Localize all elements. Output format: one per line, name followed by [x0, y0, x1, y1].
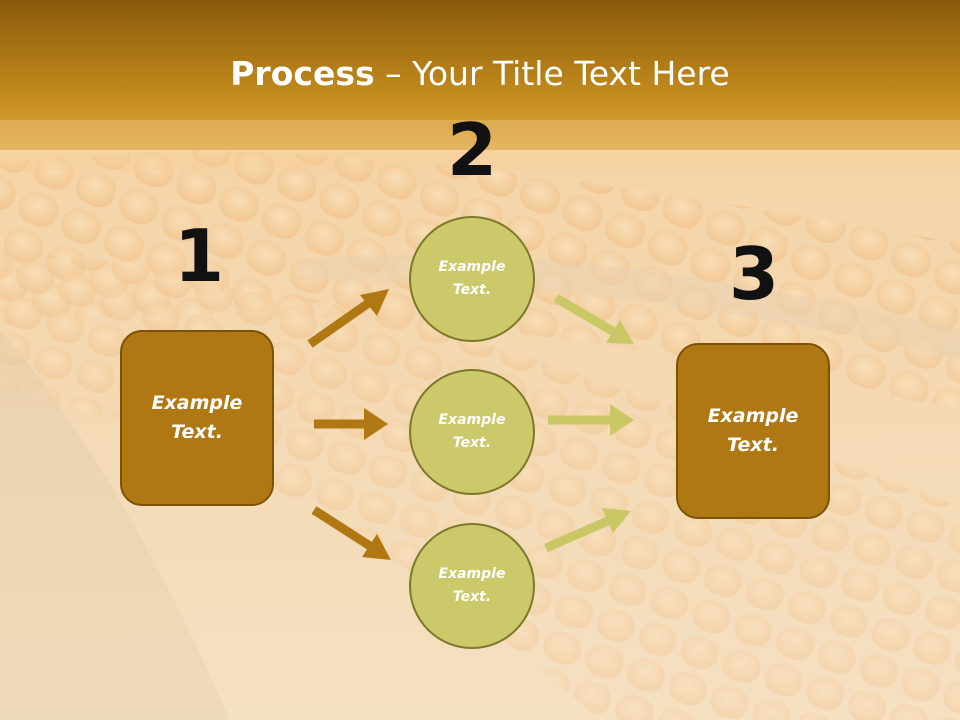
slide-title: Process – Your Title Text Here [0, 52, 960, 96]
circle-bottom-line1: Example [438, 566, 506, 582]
left-box-line1: Example [151, 392, 243, 414]
arrow-to-circle-top [307, 289, 389, 348]
circle-top-line2: Text. [452, 282, 492, 298]
arrow-from-circle-top [553, 294, 634, 344]
circle-top-text: Example Text. [439, 256, 506, 302]
left-box-text: Example Text. [152, 389, 243, 447]
circle-bottom-text: Example Text. [439, 563, 506, 609]
circle-middle-line2: Text. [452, 435, 492, 451]
circle-top: Example Text. [409, 216, 535, 342]
circle-top-line1: Example [438, 259, 506, 275]
step-number-3: 3 [728, 232, 780, 316]
right-box-text: Example Text. [708, 402, 799, 460]
arrow-from-circle-middle [548, 404, 634, 436]
circle-middle-text: Example Text. [439, 409, 506, 455]
left-box-line2: Text. [171, 421, 223, 443]
arrow-to-circle-middle [314, 408, 388, 440]
left-box: Example Text. [120, 330, 274, 506]
circle-middle-line1: Example [438, 412, 506, 428]
right-box-line2: Text. [727, 434, 779, 456]
circle-bottom-line2: Text. [452, 589, 492, 605]
title-bold: Process [230, 54, 375, 93]
step-number-1: 1 [173, 214, 225, 298]
arrow-to-circle-bottom [311, 506, 391, 560]
title-rest: – Your Title Text Here [374, 54, 730, 93]
right-box: Example Text. [676, 343, 830, 519]
circle-middle: Example Text. [409, 369, 535, 495]
step-number-2: 2 [446, 108, 498, 192]
right-box-line1: Example [707, 405, 799, 427]
circle-bottom: Example Text. [409, 523, 535, 649]
arrow-from-circle-bottom [544, 508, 631, 553]
